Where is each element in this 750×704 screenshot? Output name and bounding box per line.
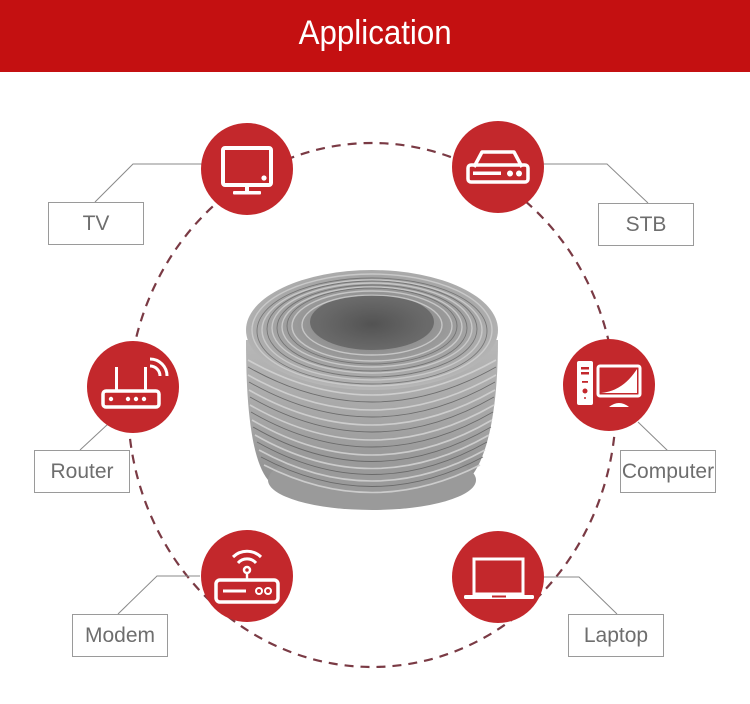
tv-icon: [221, 146, 273, 195]
connector-computer: [637, 421, 669, 452]
label-laptop-text: Laptop: [583, 623, 649, 647]
set-top-box-icon: [466, 150, 530, 184]
router-icon: [101, 357, 169, 409]
modem-icon: [214, 549, 280, 604]
node-modem[interactable]: [201, 530, 293, 622]
label-stb: STB: [598, 203, 694, 246]
label-laptop: Laptop: [568, 614, 664, 657]
label-tv: TV: [48, 202, 144, 245]
cable-coil-icon: [246, 270, 498, 510]
connector-stb: [542, 163, 649, 204]
label-modem: Modem: [72, 614, 168, 657]
label-computer-text: Computer: [621, 459, 715, 483]
connector-router: [79, 423, 109, 451]
node-laptop[interactable]: [452, 531, 544, 623]
connector-tv: [94, 163, 202, 203]
label-router-text: Router: [50, 459, 114, 483]
node-stb[interactable]: [452, 121, 544, 213]
label-computer: Computer: [620, 450, 716, 493]
label-modem-text: Modem: [84, 623, 156, 647]
node-computer[interactable]: [563, 339, 655, 431]
header-banner: Application: [0, 0, 750, 72]
label-router: Router: [34, 450, 130, 493]
node-tv[interactable]: [201, 123, 293, 215]
connector-laptop: [544, 576, 618, 615]
label-tv-text: TV: [82, 211, 110, 235]
label-stb-text: STB: [625, 212, 667, 236]
node-router[interactable]: [87, 341, 179, 433]
laptop-icon: [464, 557, 534, 599]
page-title: Application: [298, 13, 452, 52]
desktop-computer-icon: [577, 361, 642, 407]
connector-modem: [117, 575, 200, 615]
